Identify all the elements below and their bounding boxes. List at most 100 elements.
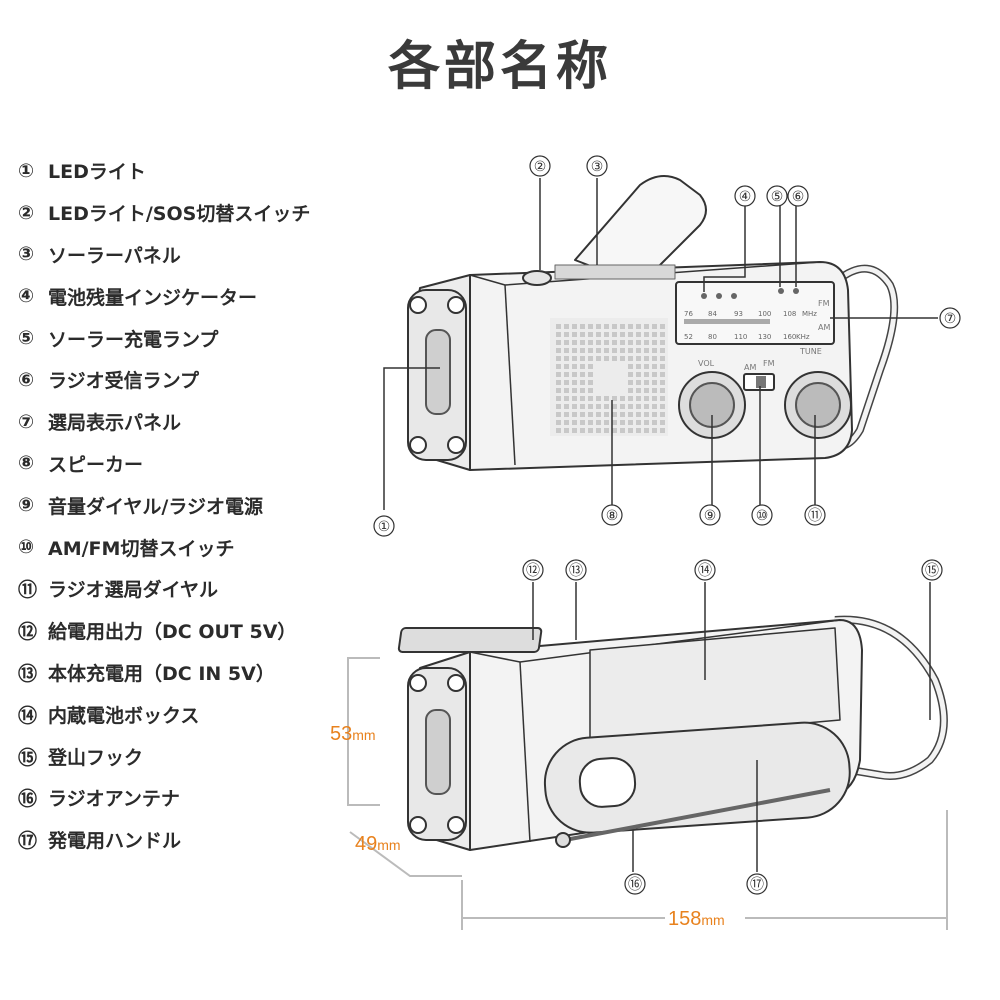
speaker-hole <box>644 420 649 425</box>
am-scale-3: 130 <box>758 333 771 341</box>
speaker-hole <box>644 356 649 361</box>
speaker-hole <box>604 356 609 361</box>
speaker-hole <box>604 340 609 345</box>
callout-17: ⑰ <box>750 877 764 893</box>
fm-scale-3: 100 <box>758 310 771 318</box>
speaker-hole <box>660 324 665 329</box>
speaker-hole <box>628 388 633 393</box>
radio-back-view <box>397 615 948 851</box>
part-number: ⑦ <box>18 410 35 433</box>
speaker-hole <box>652 324 657 329</box>
crank-handle-top <box>574 175 707 286</box>
part-label: 音量ダイヤル/ラジオ電源 <box>48 495 263 518</box>
battery-box <box>589 627 841 743</box>
speaker-hole <box>636 388 641 393</box>
speaker-hole <box>644 332 649 337</box>
speaker-hole <box>556 388 561 393</box>
speaker-hole <box>628 324 633 329</box>
speaker-hole <box>652 396 657 401</box>
speaker-hole <box>580 332 585 337</box>
speaker-hole <box>588 412 593 417</box>
callouts-top <box>373 155 961 537</box>
callout-5: ⑤ <box>771 189 784 205</box>
speaker-hole <box>556 412 561 417</box>
speaker-hole <box>588 356 593 361</box>
speaker-hole <box>572 380 577 385</box>
part-label: LEDライト <box>48 161 146 184</box>
speaker-hole <box>660 404 665 409</box>
speaker-hole <box>652 380 657 385</box>
speaker-hole <box>596 396 601 401</box>
part-label: ラジオアンテナ <box>48 788 180 811</box>
speaker-hole <box>572 348 577 353</box>
part-number: ④ <box>18 285 35 308</box>
callout-12: ⑫ <box>526 563 540 579</box>
speaker-hole <box>556 324 561 329</box>
dimension-lines <box>347 657 948 930</box>
part-number: ⑩ <box>18 536 35 559</box>
width-value: 158 <box>668 908 701 930</box>
part-label: ラジオ選局ダイヤル <box>48 579 219 602</box>
speaker-hole <box>644 396 649 401</box>
speaker-hole <box>564 388 569 393</box>
callout-1: ① <box>378 519 391 535</box>
part-label: 登山フック <box>48 746 144 769</box>
speaker-hole <box>628 340 633 345</box>
speaker-hole <box>628 428 633 433</box>
speaker-hole <box>572 356 577 361</box>
part-item: ⑨ 音量ダイヤル/ラジオ電源 <box>18 484 398 526</box>
speaker-hole <box>636 404 641 409</box>
speaker-hole <box>636 324 641 329</box>
speaker-hole <box>588 380 593 385</box>
speaker-hole <box>588 364 593 369</box>
speaker-hole <box>564 420 569 425</box>
callout-6: ⑥ <box>792 189 805 205</box>
radio-receive-led <box>793 288 799 294</box>
speaker-hole <box>564 372 569 377</box>
speaker-hole <box>636 356 641 361</box>
speaker-hole <box>612 396 617 401</box>
speaker-hole <box>556 348 561 353</box>
height-unit: mm <box>352 727 375 743</box>
speaker-hole <box>572 428 577 433</box>
speaker-hole <box>636 428 641 433</box>
speaker-hole <box>652 412 657 417</box>
speaker-hole <box>620 356 625 361</box>
speaker-hole <box>596 340 601 345</box>
speaker-hole <box>612 412 617 417</box>
am-label: AM <box>744 363 756 372</box>
speaker-hole <box>580 404 585 409</box>
speaker-hole <box>556 380 561 385</box>
speaker-hole <box>660 364 665 369</box>
callout-lines-bottom <box>532 582 931 872</box>
speaker-hole <box>620 348 625 353</box>
speaker-hole <box>564 412 569 417</box>
speaker-hole <box>572 340 577 345</box>
part-number: ⑫ <box>18 621 38 644</box>
speaker-hole <box>580 372 585 377</box>
part-number: ⑧ <box>18 452 35 475</box>
speaker-hole <box>580 380 585 385</box>
part-number: ⑨ <box>18 494 35 517</box>
speaker-hole <box>580 420 585 425</box>
speaker-hole <box>604 332 609 337</box>
speaker-hole <box>588 388 593 393</box>
speaker-hole <box>596 348 601 353</box>
speaker-hole <box>628 404 633 409</box>
speaker-hole <box>644 372 649 377</box>
speaker-hole <box>652 388 657 393</box>
part-label: LEDライト/SOS切替スイッチ <box>48 203 311 226</box>
speaker-hole <box>612 420 617 425</box>
speaker-hole <box>604 412 609 417</box>
speaker-hole <box>660 348 665 353</box>
speaker-hole <box>572 412 577 417</box>
fm-label: FM <box>763 359 775 368</box>
speaker-hole <box>556 404 561 409</box>
solar-charge-led <box>778 288 784 294</box>
speaker-hole <box>612 324 617 329</box>
